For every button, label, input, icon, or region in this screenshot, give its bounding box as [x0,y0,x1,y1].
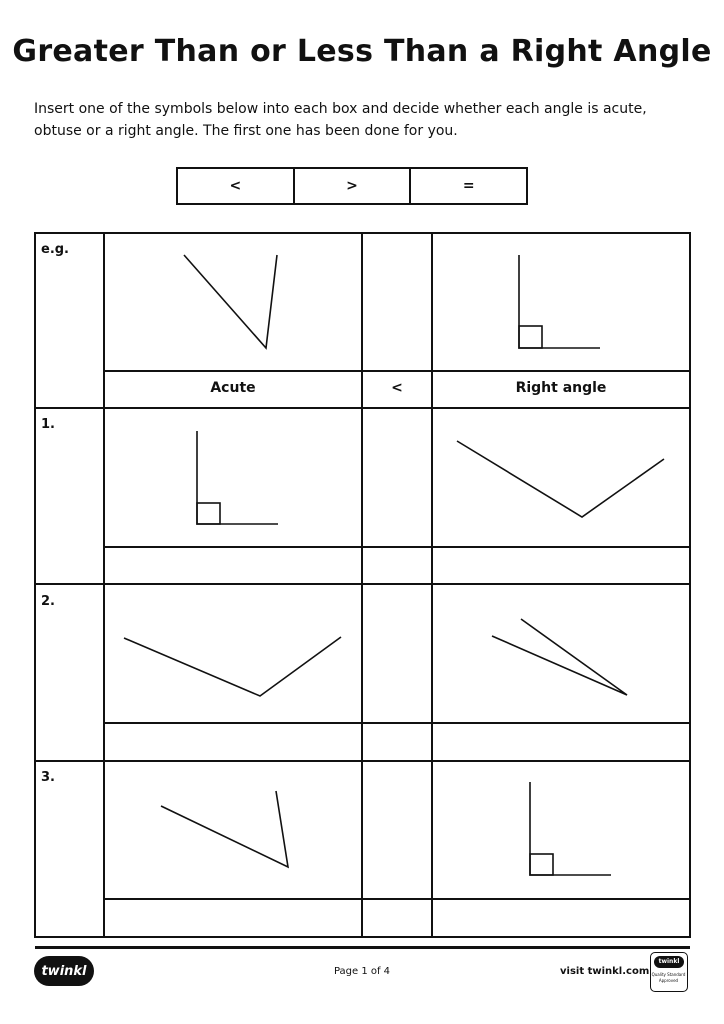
angle-3-right-right [529,782,611,876]
page-number: Page 1 of 4 [333,966,391,977]
row-label-3: 3. [41,770,55,785]
angle-eg-right [518,255,600,349]
answer-eg-left: Acute [210,380,256,396]
angle-1-left-right [196,431,278,525]
footer-divider [35,946,690,949]
symbol-less-than: < [178,169,295,203]
row-label-eg: e.g. [41,242,69,257]
badge-logo: twinkl [654,956,684,968]
page-title: Greater Than or Less Than a Right Angle [12,34,712,69]
angle-2-right-acute [491,618,628,696]
symbol-key-box: < > = [176,167,528,205]
instructions-text: Insert one of the symbols below into eac… [34,101,647,139]
angle-3-left-acute [160,790,290,869]
website-link[interactable]: visit twinkl.com [560,966,650,977]
badge-text: Quality Standard [651,972,686,977]
quality-badge-icon: twinkl Quality Standard Approved [650,952,688,992]
right-angle-marker [196,502,221,525]
angle-eg-acute [183,254,278,350]
twinkl-logo: twinkl [34,956,94,986]
right-angle-marker [518,325,543,349]
angle-2-left-obtuse [123,636,342,697]
answer-eg-symbol: < [391,380,403,396]
answer-eg-right: Right angle [515,380,607,396]
badge-text-2: Approved [658,978,679,983]
row-label-1: 1. [41,417,55,432]
symbol-greater-than: > [295,169,412,203]
symbol-equals: = [462,178,475,194]
angle-1-right-obtuse [456,440,665,518]
row-label-2: 2. [41,594,55,609]
right-angle-marker [529,853,554,876]
